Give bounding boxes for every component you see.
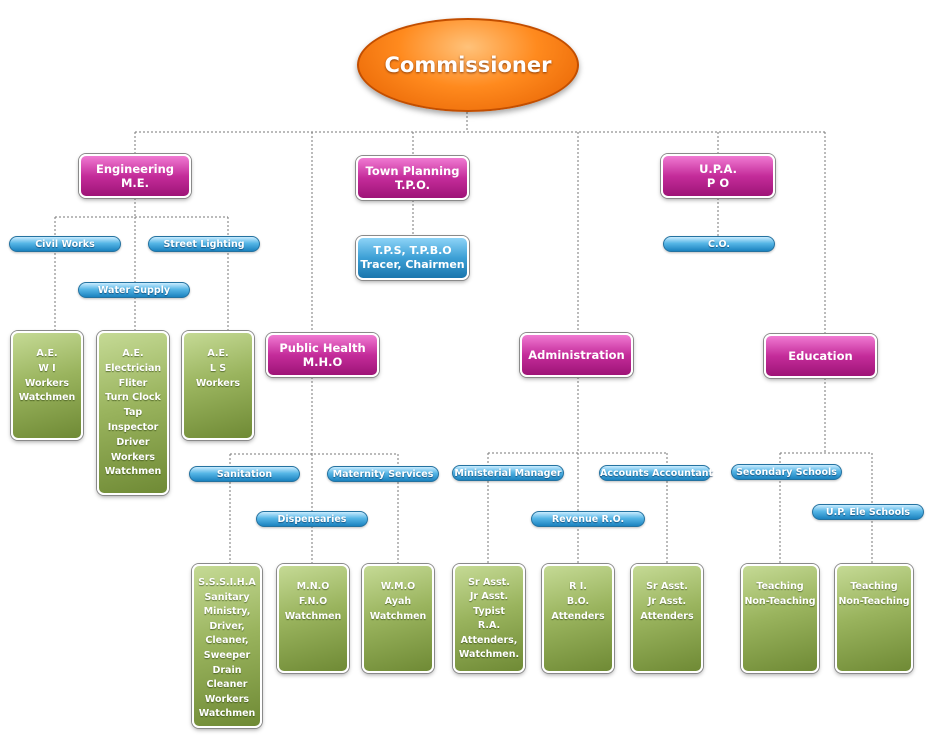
staff-line: Inspector	[107, 421, 159, 433]
administration-node[interactable]: Administration	[520, 333, 633, 377]
staff-line: Watchmen	[284, 610, 342, 622]
staff-line: Jr Asst.	[469, 591, 509, 603]
water-supply-pill[interactable]: Water Supply	[78, 282, 190, 298]
staff-line: Cleaner	[206, 679, 248, 691]
staff-line: A.E.	[207, 348, 229, 359]
dispensaries-staff-box[interactable]: M.N.O F.N.O Watchmen	[277, 564, 349, 673]
engineering-head: M.E.	[120, 176, 150, 190]
administration-title: Administration	[528, 348, 625, 362]
up-ele-schools-pill[interactable]: U.P. Ele Schools	[812, 504, 924, 520]
staff-line: A.E.	[36, 348, 58, 359]
staff-line: Workers	[24, 377, 70, 389]
town-planning-title: Town Planning	[365, 164, 460, 178]
staff-line: Sweeper	[203, 649, 251, 661]
street-lighting-staff-box[interactable]: A.E. L S Workers	[182, 331, 254, 440]
staff-line: F.N.O	[298, 595, 328, 607]
staff-line: Watchmen	[369, 610, 427, 622]
staff-line: Non-Teaching	[838, 595, 910, 607]
secondary-schools-staff-box[interactable]: Teaching Non-Teaching	[741, 564, 819, 673]
town-planning-head: T.P.O.	[394, 178, 431, 192]
civil-works-staff-box[interactable]: A.E. W I Workers Watchmen	[11, 331, 83, 440]
staff-line: Workers	[110, 451, 156, 463]
staff-line: Sanitary	[204, 591, 250, 603]
staff-line: Electrician	[104, 362, 162, 374]
public-health-title: Public Health	[279, 341, 366, 355]
staff-line: A.E.	[122, 348, 144, 359]
staff-line: W.M.O	[380, 581, 416, 592]
staff-line: Teaching	[850, 581, 898, 592]
education-title: Education	[788, 349, 853, 363]
staff-line: Workers	[195, 377, 241, 389]
staff-line: Attenders	[640, 610, 694, 622]
staff-line: Non-Teaching	[744, 595, 816, 607]
town-planning-staff-line: Tracer, Chairmen	[360, 258, 465, 271]
staff-line: Ministry,	[203, 606, 251, 618]
secondary-schools-pill[interactable]: Secondary Schools	[731, 464, 842, 480]
upa-head: P O	[706, 176, 730, 190]
ministerial-manager-staff-box[interactable]: Sr Asst. Jr Asst. Typist R.A. Attenders,…	[453, 564, 525, 673]
engineering-node[interactable]: Engineering M.E.	[79, 154, 191, 198]
staff-line: B.O.	[566, 595, 590, 607]
staff-line: Drain	[212, 664, 242, 676]
staff-line: Watchmen	[18, 392, 76, 404]
staff-line: Fliter	[118, 377, 148, 389]
commissioner-label: Commissioner	[384, 53, 552, 77]
engineering-title: Engineering	[95, 162, 175, 176]
staff-line: Cleaner,	[205, 635, 249, 647]
town-planning-staff-line: T.P.S, T.P.B.O	[373, 244, 452, 257]
accounts-accountant-pill[interactable]: Accounts Accountant	[599, 465, 713, 481]
staff-line: Driver	[116, 436, 150, 448]
staff-line: Watchmen	[198, 708, 256, 720]
staff-line: L S	[209, 362, 227, 374]
staff-line: Ayah	[384, 595, 412, 607]
revenue-ro-pill[interactable]: Revenue R.O.	[531, 511, 645, 527]
staff-line: Sr Asst.	[468, 577, 510, 588]
staff-line: Watchmen	[104, 466, 162, 478]
staff-line: Typist	[473, 605, 505, 617]
staff-line: Sr Asst.	[646, 581, 688, 592]
staff-line: Tap	[123, 407, 143, 419]
upa-node[interactable]: U.P.A. P O	[661, 154, 775, 198]
staff-line: Workers	[204, 693, 250, 705]
staff-line: Attenders	[551, 610, 605, 622]
maternity-services-pill[interactable]: Maternity Services	[327, 466, 439, 482]
commissioner-node[interactable]: Commissioner	[357, 18, 579, 112]
public-health-node[interactable]: Public Health M.H.O	[266, 333, 379, 377]
education-node[interactable]: Education	[764, 334, 877, 378]
accounts-accountant-staff-box[interactable]: Sr Asst. Jr Asst. Attenders	[631, 564, 703, 673]
staff-line: M.N.O	[296, 581, 330, 592]
staff-line: Turn Clock	[105, 392, 161, 404]
town-planning-node[interactable]: Town Planning T.P.O.	[356, 156, 469, 200]
street-lighting-pill[interactable]: Street Lighting	[148, 236, 260, 252]
sanitation-pill[interactable]: Sanitation	[189, 466, 300, 482]
staff-line: S.S.S.I.H.A	[198, 577, 256, 588]
civil-works-pill[interactable]: Civil Works	[9, 236, 121, 252]
dispensaries-pill[interactable]: Dispensaries	[256, 511, 368, 527]
co-pill[interactable]: C.O.	[663, 236, 775, 252]
public-health-head: M.H.O	[302, 355, 343, 369]
water-supply-staff-box[interactable]: A.E. Electrician Fliter Turn Clock Tap I…	[97, 331, 169, 495]
staff-line: Watchmen.	[458, 649, 520, 661]
staff-line: R.A.	[477, 620, 501, 632]
staff-line: W I	[38, 362, 56, 374]
upa-title: U.P.A.	[699, 162, 737, 176]
staff-line: Attenders,	[460, 634, 518, 646]
staff-line: Teaching	[756, 581, 804, 592]
staff-line: Jr Asst.	[647, 595, 687, 607]
revenue-ro-staff-box[interactable]: R I. B.O. Attenders	[542, 564, 614, 673]
staff-line: Driver,	[209, 620, 245, 632]
ministerial-manager-pill[interactable]: Ministerial Manager	[452, 465, 564, 481]
maternity-services-staff-box[interactable]: W.M.O Ayah Watchmen	[362, 564, 434, 673]
town-planning-staff-box[interactable]: T.P.S, T.P.B.O Tracer, Chairmen	[356, 236, 469, 280]
up-ele-schools-staff-box[interactable]: Teaching Non-Teaching	[835, 564, 913, 673]
staff-line: R I.	[569, 581, 587, 592]
sanitation-staff-box[interactable]: S.S.S.I.H.A Sanitary Ministry, Driver, C…	[192, 564, 262, 728]
